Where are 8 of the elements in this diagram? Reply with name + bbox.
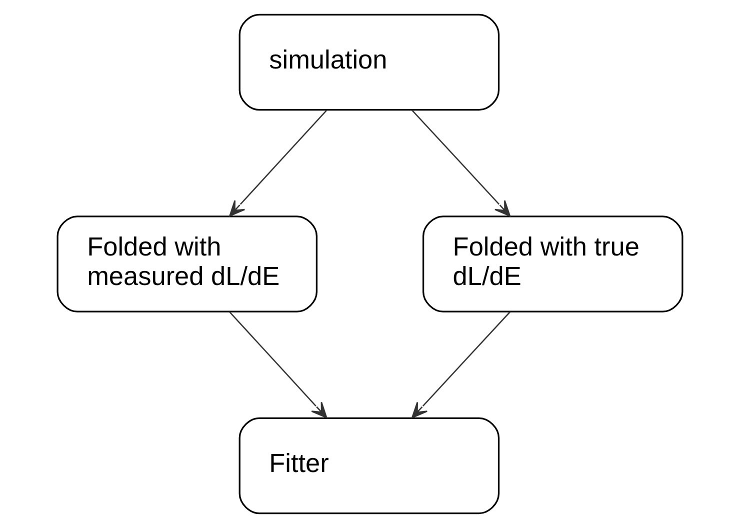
node-box: Folded with true dL/dE [422, 216, 684, 312]
arrow [412, 311, 511, 418]
arrow [229, 109, 328, 217]
arrow [228, 311, 328, 418]
node-box: simulation [238, 14, 500, 111]
node-box: Folded with measured dL/dE [56, 216, 318, 312]
arrow [411, 109, 511, 217]
node-box: Fitter [238, 417, 500, 514]
